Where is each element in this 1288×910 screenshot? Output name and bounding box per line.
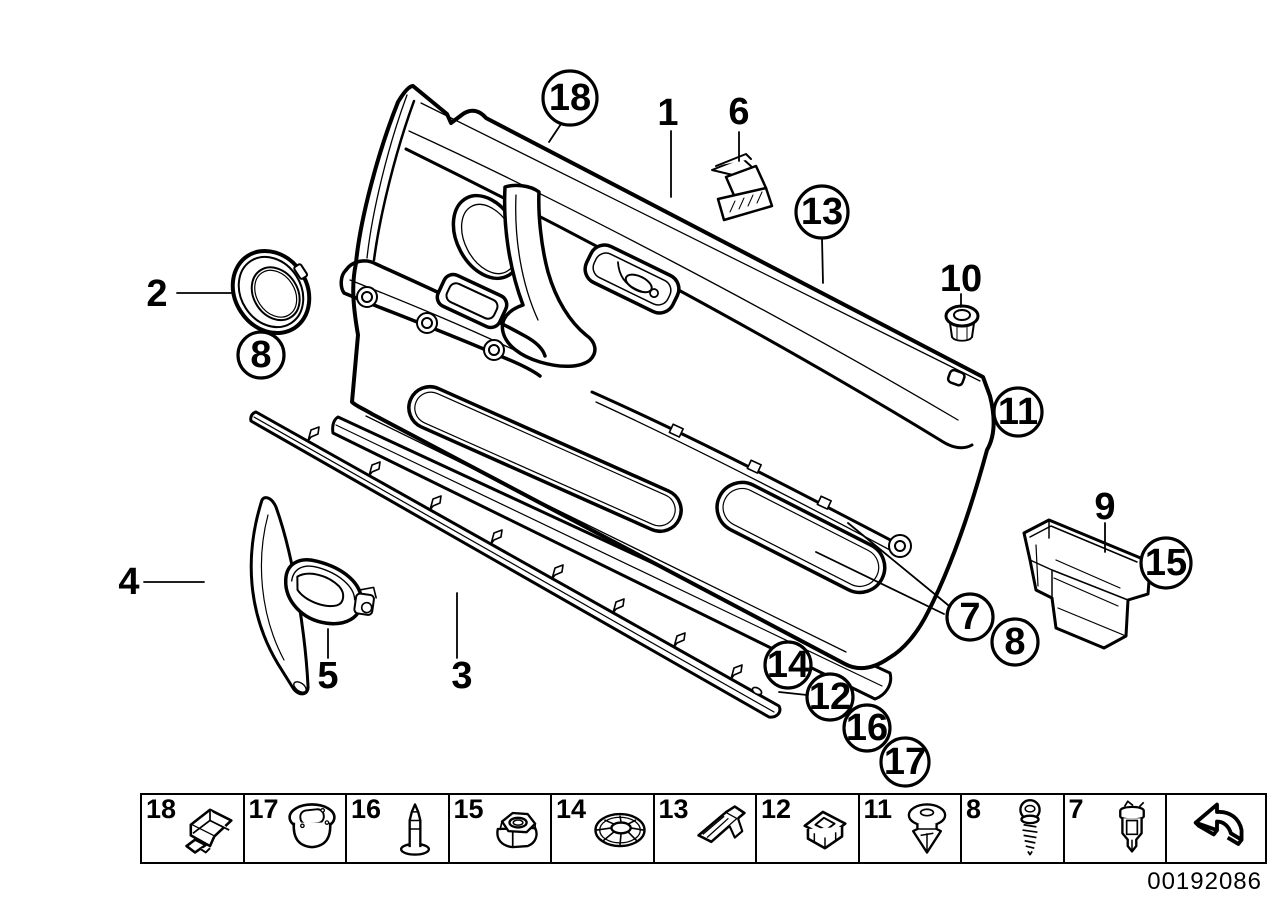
callout-leader-line: [847, 522, 949, 606]
legend-cell-part-11[interactable]: 11: [860, 794, 962, 862]
callout-circle: 16: [842, 703, 892, 753]
callout-circle: 17: [879, 736, 931, 788]
callout-leader-line: [821, 237, 824, 284]
door-pocket-insert: [1022, 518, 1152, 650]
flange-nut-icon: [484, 797, 550, 861]
screw-icon: [997, 797, 1063, 861]
clip-bracket-icon: [177, 797, 243, 861]
document-number: 00192086: [1147, 868, 1262, 895]
legend-cell-part-17[interactable]: 17: [245, 794, 347, 862]
decor-trim-strip: [249, 496, 310, 696]
callout-circle: 7: [815, 522, 995, 642]
svg-text:17: 17: [884, 741, 926, 783]
callout-circle: 15: [1139, 536, 1193, 590]
part-number-label: 8: [966, 794, 982, 824]
callout-number: 1: [657, 92, 679, 198]
expansion-clip-icon: [1099, 797, 1165, 861]
callout-number: 3: [451, 592, 473, 697]
legend-cell-part-8[interactable]: 8: [962, 795, 1065, 862]
svg-text:7: 7: [959, 596, 980, 638]
belt-line-clip: [711, 153, 774, 222]
svg-text:11: 11: [998, 391, 1038, 433]
spring-washer-icon: [587, 797, 653, 861]
clip-plate-icon: [689, 797, 755, 861]
callout-number: 2: [146, 273, 232, 315]
legend-cell-part-16[interactable]: 16: [347, 795, 450, 862]
push-rivet-icon: [894, 797, 960, 861]
fastener-legend-strip: 18 17 16 15 14 13 12 11 8 7: [140, 793, 1267, 864]
svg-text:12: 12: [809, 676, 851, 718]
part-number-label: 17: [248, 794, 279, 824]
square-grommet-icon: [792, 797, 858, 861]
part-number-label: 16: [351, 794, 382, 824]
svg-text:10: 10: [940, 258, 982, 300]
legend-cell-part-7[interactable]: 7: [1065, 794, 1167, 862]
part-number-label: 14: [556, 794, 587, 824]
legend-cell-part-14[interactable]: 14: [552, 795, 655, 862]
svg-text:4: 4: [118, 561, 139, 603]
callout-leader-line: [548, 123, 562, 143]
callout-circle: 11: [992, 386, 1044, 438]
callout-circle: 13: [794, 184, 850, 284]
svg-text:1: 1: [657, 92, 678, 134]
part-number-label: 11: [863, 794, 893, 824]
back-arrow-icon: [1184, 796, 1250, 860]
legend-cell-part-18[interactable]: 18: [142, 795, 245, 862]
callout-circle: 14: [763, 640, 813, 690]
svg-text:6: 6: [728, 91, 749, 133]
legend-cell-part-13[interactable]: 13: [655, 794, 757, 862]
svg-text:9: 9: [1094, 486, 1115, 528]
legend-cell-part-15[interactable]: 15: [450, 794, 552, 862]
svg-text:3: 3: [451, 655, 472, 697]
pin-rivet-icon: [382, 797, 448, 861]
svg-text:13: 13: [801, 191, 843, 233]
callout-number: 5: [317, 628, 339, 697]
svg-text:18: 18: [549, 77, 591, 119]
callout-number: 10: [940, 258, 982, 308]
svg-text:14: 14: [767, 644, 809, 686]
svg-text:2: 2: [146, 273, 167, 315]
part-number-label: 18: [146, 794, 177, 824]
svg-text:16: 16: [846, 707, 888, 749]
callout-circle: 8: [990, 617, 1040, 667]
door-trim-panel: [339, 84, 996, 671]
navigate-back-button[interactable]: [1167, 795, 1267, 862]
svg-text:8: 8: [1004, 621, 1025, 663]
door-opener-handle: [283, 558, 377, 626]
part-number-label: 7: [1068, 794, 1084, 824]
svg-text:15: 15: [1145, 542, 1187, 584]
callout-circle: 12: [778, 672, 855, 722]
callout-circle: 8: [236, 330, 286, 380]
callout-number: 9: [1094, 486, 1116, 553]
speaker-cover-ring: [230, 248, 312, 336]
callout-number: 6: [728, 91, 750, 162]
part-number-label: 15: [453, 794, 484, 824]
part-number-label: 13: [658, 794, 689, 824]
svg-text:8: 8: [250, 334, 271, 376]
svg-text:5: 5: [317, 655, 338, 697]
part-number-label: 12: [761, 794, 792, 824]
grommet-part: [944, 304, 980, 342]
round-grommet-icon: [279, 797, 345, 861]
callout-number: 4: [118, 561, 205, 603]
callout-circle: 18: [541, 69, 599, 143]
callout-leader-line: [815, 551, 945, 615]
legend-cell-part-12[interactable]: 12: [757, 795, 860, 862]
callout-leader-line: [778, 691, 808, 696]
lower-moulding-strip: [249, 410, 782, 719]
